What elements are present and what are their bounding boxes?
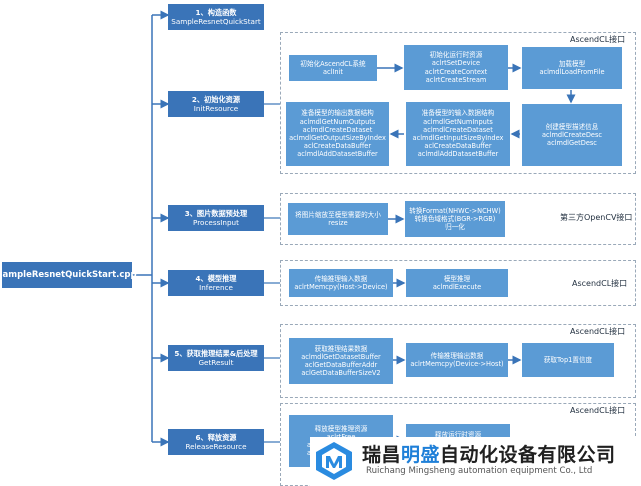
box-line: aclCreateDataBuffer	[424, 142, 492, 151]
step-release-resource: 6、释放资源 ReleaseResource	[168, 429, 264, 455]
company-name-part: 瑞昌	[362, 444, 402, 466]
box-model-desc: 创建模型描述信息 aclmdlCreateDesc aclmdlGetDesc	[522, 104, 622, 166]
group-label: AscendCL接口	[570, 406, 626, 415]
step-subtitle: ReleaseResource	[185, 442, 247, 451]
box-memcpy-d2h: 传输推理输出数据 aclrtMemcpy(Device->Host)	[406, 343, 508, 377]
step-title: 2、初始化资源	[191, 95, 241, 104]
group-result-ascendcl	[280, 324, 636, 398]
company-name-english: Ruichang Mingsheng automation equipment …	[366, 466, 593, 476]
step-process-input: 3、图片数据预处理 ProcessInput	[168, 205, 264, 231]
box-line: 准备模型的输入数据结构	[421, 109, 495, 118]
root-file-label: sampleResnetQuickStart.cpp	[0, 270, 137, 280]
step-title: 1、构造函数	[195, 8, 237, 17]
box-line: aclmdlCreateDataset	[302, 125, 373, 134]
box-line: 将图片缩放至模型需要的大小	[295, 210, 381, 219]
box-line: aclGetDataBufferSizeV2	[301, 369, 381, 378]
box-line: 准备模型的输出数据结构	[301, 109, 374, 118]
box-line: aclrtCreateContext	[424, 67, 488, 76]
group-label: 第三方OpenCV接口	[560, 213, 633, 222]
watermark-panel	[310, 437, 641, 486]
box-line: aclmdlGetOutputSizeByIndex	[289, 134, 386, 142]
box-line: 转换色域格式(BGR->RGB)	[414, 214, 496, 223]
box-line: 获取Top1置信度	[543, 355, 593, 364]
group-process-opencv	[280, 193, 636, 245]
company-name-highlight: 明盛	[401, 444, 441, 466]
company-logo-icon	[316, 442, 352, 480]
step-subtitle: Inference	[199, 283, 233, 292]
step-title: 5、获取推理结果&后处理	[174, 349, 258, 358]
step-subtitle: ProcessInput	[193, 218, 239, 227]
box-line: aclrtMemcpy(Device->Host)	[410, 360, 504, 368]
box-line: 传输推理输出数据	[430, 351, 484, 360]
box-line: aclInit	[322, 68, 344, 76]
box-line: aclrtSetDevice	[431, 59, 481, 68]
step-title: 3、图片数据预处理	[184, 209, 248, 218]
box-memcpy-h2d: 传输推理输入数据 aclrtMemcpy(Host->Device)	[289, 269, 393, 297]
box-line: 加载模型	[558, 59, 586, 68]
box-resize: 将图片缩放至模型需要的大小 resize	[288, 203, 388, 235]
box-line: aclrtFree	[327, 433, 356, 441]
box-line: 释放模型推理资源	[314, 424, 368, 433]
group-label: AscendCL接口	[572, 279, 628, 288]
box-line: 转换Format(NHWC->NCHW)	[409, 206, 501, 215]
box-execute: 模型推理 aclmdlExecute	[406, 269, 508, 297]
root-file-node: sampleResnetQuickStart.cpp	[0, 262, 137, 288]
box-line: 获取推理结果数据	[314, 344, 368, 353]
group-init-ascendcl	[280, 32, 636, 174]
group-label: AscendCL接口	[570, 327, 626, 336]
box-line: resize	[328, 219, 348, 227]
box-line: aclmdlAddDatasetBuffer	[297, 150, 378, 159]
box-line: 模型推理	[443, 274, 471, 283]
step-inference: 4、模型推理 Inference	[168, 270, 264, 296]
box-get-output-data: 获取推理结果数据 aclmdlGetDatasetBuffer aclGetDa…	[289, 338, 393, 384]
box-line: aclmdlGetInputSizeByIndex	[412, 134, 504, 142]
step-get-result: 5、获取推理结果&后处理 GetResult	[168, 345, 264, 371]
box-line: aclmdlAddDatasetBuffer	[417, 150, 499, 159]
box-load-model: 加载模型 aclmdlLoadFromFile	[522, 47, 622, 89]
group-inference-ascendcl	[280, 260, 636, 306]
box-line: 创建模型描述信息	[545, 122, 599, 131]
step-title: 4、模型推理	[195, 274, 237, 283]
box-acl-init: 初始化AscendCL系统 aclInit	[289, 55, 377, 81]
box-line: aclmdlGetDesc	[547, 139, 597, 148]
box-line: aclCreateDataBuffer	[303, 142, 372, 151]
step-subtitle: SampleResnetQuickStart	[171, 17, 261, 26]
company-name: 瑞昌明盛自动化设备有限公司	[362, 440, 616, 467]
box-line: aclmdlGetNumInputs	[423, 117, 493, 126]
box-output-dataset: 准备模型的输出数据结构 aclmdlGetNumOutputs aclmdlCr…	[286, 102, 389, 166]
box-top1: 获取Top1置信度	[522, 343, 614, 377]
box-line: aclmdlLoadFromFile	[539, 68, 605, 76]
box-runtime-init: 初始化运行时资源 aclrtSetDevice aclrtCreateConte…	[404, 45, 508, 90]
box-line: 释放运行时资源	[434, 430, 482, 439]
group-label: AscendCL接口	[570, 35, 626, 44]
box-line: aclmdlGetNumOutputs	[299, 117, 376, 126]
box-line: 初始化运行时资源	[429, 51, 483, 60]
box-input-dataset: 准备模型的输入数据结构 aclmdlGetNumInputs aclmdlCre…	[406, 102, 510, 166]
step-constructor: 1、构造函数 SampleResnetQuickStart	[168, 4, 264, 30]
step-subtitle: InitResource	[193, 104, 239, 113]
box-line: aclrtMemcpy(Host->Device)	[294, 283, 388, 291]
box-line: 初始化AscendCL系统	[300, 59, 366, 68]
step-subtitle: GetResult	[198, 358, 234, 367]
box-line: aclrtCreateStream	[425, 75, 487, 84]
step-init-resource: 2、初始化资源 InitResource	[168, 91, 264, 117]
box-format-convert: 转换Format(NHWC->NCHW) 转换色域格式(BGR->RGB) 归一…	[405, 201, 505, 237]
box-line: aclmdlCreateDesc	[541, 130, 603, 139]
box-line: aclmdlCreateDataset	[423, 125, 493, 134]
box-line: 传输推理输入数据	[314, 274, 368, 283]
company-name-part: 自动化设备有限公司	[440, 444, 616, 466]
box-line: aclmdlGetDatasetBuffer	[301, 352, 381, 361]
box-line: aclmdlExecute	[432, 283, 482, 291]
step-title: 6、释放资源	[195, 433, 237, 442]
box-line: aclGetDataBufferAddr	[304, 361, 378, 369]
box-line: 归一化	[445, 223, 465, 232]
